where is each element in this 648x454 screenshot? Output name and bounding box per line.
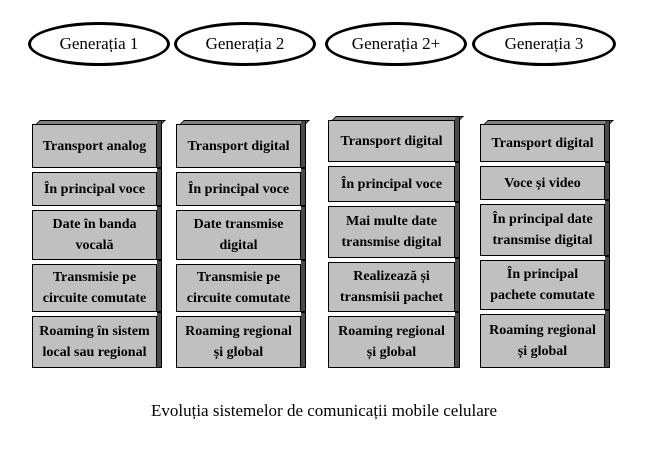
generation-3-column: Transport digital Voce și video În princ… <box>480 120 614 368</box>
cell-text: Roaming regional și global <box>176 316 301 368</box>
generation-2plus-oval: Generația 2+ <box>325 22 467 66</box>
generation-1-cell-3: Date în banda vocală <box>32 206 162 260</box>
cell-text: Roaming regional și global <box>328 316 455 368</box>
generation-2plus-cell-2: În principal voce <box>328 162 460 202</box>
cell-text: Transport digital <box>328 120 455 162</box>
cell-text: În principal voce <box>176 172 301 206</box>
generation-1-cell-4: Transmisie pe circuite comutate <box>32 260 162 312</box>
generation-3-cell-2: Voce și video <box>480 162 610 200</box>
cell-text: În principal date transmise digital <box>480 204 605 256</box>
generation-2plus-cell-3: Mai multe date transmise digital <box>328 202 460 258</box>
generation-2-cell-4: Transmisie pe circuite comutate <box>176 260 306 312</box>
generation-1-cell-5: Roaming în sistem local sau regional <box>32 312 162 368</box>
cell-text: Voce și video <box>480 166 605 200</box>
cell-text: Transport analog <box>32 124 157 168</box>
generation-2-column: Transport digital În principal voce Date… <box>176 120 310 368</box>
generation-3-cell-4: În principal pachete comutate <box>480 256 610 310</box>
generation-2-oval: Generația 2 <box>174 22 316 66</box>
cell-text: Realizează și transmisii pachet <box>328 262 455 312</box>
generation-3-cell-5: Roaming regional și global <box>480 310 610 368</box>
generation-1-label: Generația 1 <box>59 34 139 53</box>
cell-text: În principal voce <box>32 172 157 206</box>
generation-3-oval: Generația 3 <box>472 22 616 66</box>
cell-text: Roaming regional și global <box>480 314 605 368</box>
generation-2-cell-2: În principal voce <box>176 168 306 206</box>
generation-2plus-label: Generația 2+ <box>351 34 441 53</box>
generation-1-column: Transport analog În principal voce Date … <box>32 120 166 368</box>
generation-2-cell-1: Transport digital <box>176 120 310 168</box>
generation-1-cell-1: Transport analog <box>32 120 166 168</box>
cell-text: Transmisie pe circuite comutate <box>176 264 301 312</box>
cell-text: Transmisie pe circuite comutate <box>32 264 157 312</box>
generation-3-label: Generația 3 <box>504 34 584 53</box>
generation-1-oval: Generația 1 <box>28 22 170 66</box>
generation-2plus-column: Transport digital În principal voce Mai … <box>328 116 464 368</box>
generation-1-cell-2: În principal voce <box>32 168 162 206</box>
cell-text: Mai multe date transmise digital <box>328 206 455 258</box>
generation-2-cell-5: Roaming regional și global <box>176 312 306 368</box>
generation-2-label: Generația 2 <box>205 34 285 53</box>
cell-text: Transport digital <box>480 124 605 162</box>
cell-text: În principal pachete comutate <box>480 260 605 310</box>
cell-text: Roaming în sistem local sau regional <box>32 316 157 368</box>
generation-2plus-cell-5: Roaming regional și global <box>328 312 460 368</box>
generation-2-cell-3: Date transmise digital <box>176 206 306 260</box>
generation-2plus-cell-1: Transport digital <box>328 116 464 162</box>
generation-3-cell-1: Transport digital <box>480 120 614 162</box>
cell-text: Date în banda vocală <box>32 210 157 260</box>
cell-text: Transport digital <box>176 124 301 168</box>
cell-text: În principal voce <box>328 166 455 202</box>
diagram-caption: Evoluția sistemelor de comunicații mobil… <box>150 401 498 420</box>
generation-3-cell-3: În principal date transmise digital <box>480 200 610 256</box>
generation-2plus-cell-4: Realizează și transmisii pachet <box>328 258 460 312</box>
cell-text: Date transmise digital <box>176 210 301 260</box>
